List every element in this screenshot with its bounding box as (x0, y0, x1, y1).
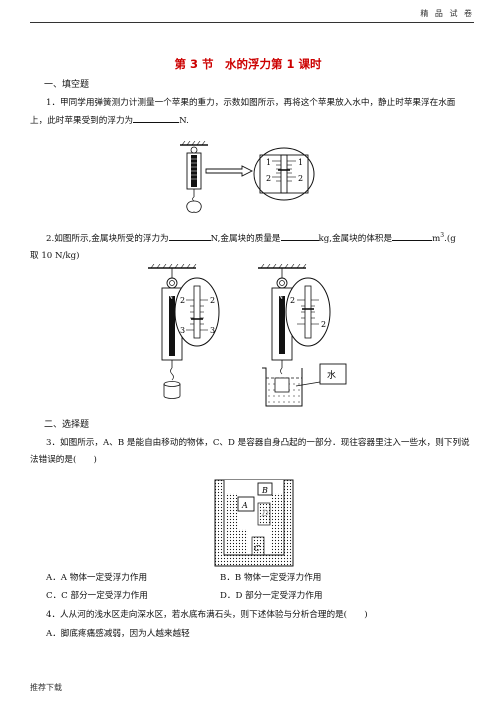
q3-option-a[interactable]: A．A 物体一定受浮力作用 (46, 573, 148, 583)
q2-buoyancy-blank[interactable] (168, 230, 211, 241)
q2-left-mark-3-b: 3 (210, 326, 215, 335)
q2-mass-blank[interactable] (280, 230, 319, 241)
q1-answer-blank[interactable] (133, 112, 180, 123)
q1-scale-mark-1-right: 1 (298, 158, 303, 167)
q2-right-mark-2-b: 2 (321, 320, 326, 329)
section-fill-blank: 一、填空题 (44, 80, 90, 90)
q3-label-b: B (261, 486, 268, 495)
q3-container-figure: B A D C (214, 479, 294, 567)
footer-text: 推荐下载 (30, 683, 62, 692)
q3-label-a: A (241, 501, 248, 510)
q1-line-1: 1．甲同学用弹簧测力计测量一个苹果的重力，示数如图所示，再将这个苹果放入水中，静… (46, 98, 456, 108)
q2-line-2: 取 10 N/kg) (30, 250, 80, 261)
q1-scale-mark-2-left: 2 (266, 174, 271, 183)
q3-label-c: C (254, 544, 260, 553)
q2-right-unit-n: N (277, 293, 283, 301)
q1-spring-scale-figure: 1 2 1 2 (180, 141, 315, 213)
q3-line-2: 法错误的是( ) (30, 455, 97, 465)
q2-right-mark-2-a: 2 (290, 296, 295, 305)
q2-left-mark-2-a: 2 (180, 296, 185, 305)
q1-scale-mark-2-right: 2 (298, 174, 303, 183)
q2-left-mark-2-b: 2 (210, 296, 215, 305)
q2-metal-block-figure: N 2 2 3 3 N 2 2 水 (148, 264, 347, 407)
page-title: 第 3 节 水的浮力第 1 课时 (174, 57, 322, 71)
q1-scale-mark-1-left: 1 (266, 158, 271, 167)
q2-left-unit-n: N (167, 293, 173, 301)
section-multiple-choice: 二、选择题 (44, 420, 90, 430)
q2-water-label: 水 (327, 369, 336, 381)
question-3: 3．如图所示，A、B 是能自由移动的物体，C、D 是容器自身凸起的一部分．现往容… (30, 435, 470, 469)
q2-left-mark-3-a: 3 (180, 326, 185, 335)
question-4: 4．人从河的浅水区走向深水区，若水底布满石头，则下述体验与分析合理的是( ) (46, 610, 368, 620)
header-brand: 精 品 试 卷 (420, 9, 474, 18)
q3-label-d: D (261, 509, 269, 518)
q3-option-c[interactable]: C．C 部分一定受浮力作用 (46, 591, 148, 601)
q3-line-1: 3．如图所示，A、B 是能自由移动的物体，C、D 是容器自身凸起的一部分．现往容… (46, 438, 470, 448)
q4-option-a[interactable]: A．脚底疼痛感减弱，因为人越来越轻 (46, 629, 190, 639)
question-1: 1．甲同学用弹簧测力计测量一个苹果的重力，示数如图所示，再将这个苹果放入水中，静… (30, 95, 470, 130)
q2-volume-blank[interactable] (392, 230, 433, 241)
q3-option-d[interactable]: D．D 部分一定受浮力作用 (220, 591, 323, 601)
q3-option-b[interactable]: B．B 物体一定受浮力作用 (220, 573, 322, 583)
header-divider (30, 22, 474, 23)
